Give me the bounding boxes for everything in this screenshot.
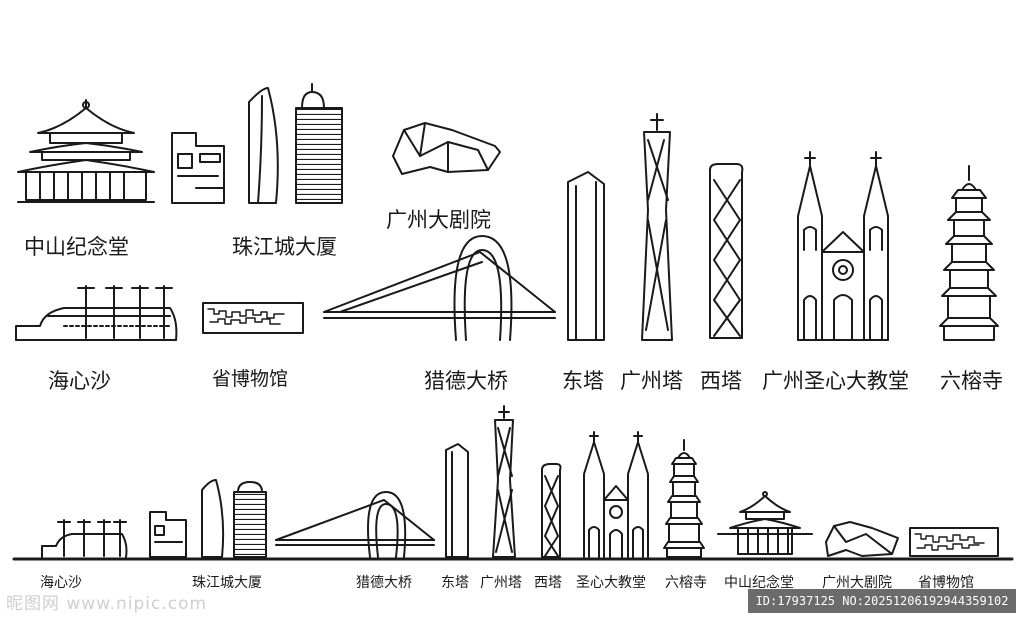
skyline-label-canton-tower: 广州塔 (480, 575, 522, 591)
zhujiang-tower-drawing (248, 83, 343, 204)
label-opera-house: 广州大剧院 (386, 208, 491, 232)
skyline-zhujiang-drawing (201, 479, 267, 558)
label-zhujiang-tower: 珠江城大厦 (232, 235, 337, 259)
skyline-liurong-drawing (663, 439, 705, 558)
label-cathedral: 广州圣心大教堂 (762, 369, 909, 393)
skyline-liede-drawing (275, 491, 435, 558)
label-museum: 省博物馆 (212, 368, 289, 390)
label-canton-tower: 广州塔 (620, 369, 683, 393)
skyline-opera-drawing (825, 521, 899, 557)
skyline-label-liurong-temple: 六榕寺 (665, 575, 707, 591)
skyline-label-cathedral: 圣心大教堂 (576, 575, 646, 591)
skyline-canton-tower-drawing (492, 405, 516, 558)
skyline-zhongshan-drawing (717, 491, 813, 555)
zhongshan-memorial-hall-drawing (17, 99, 155, 203)
label-zhongshan-memorial-hall: 中山纪念堂 (24, 235, 129, 259)
east-tower-drawing (567, 171, 605, 341)
label-east-tower: 东塔 (562, 369, 604, 393)
west-tower-drawing (709, 163, 744, 339)
label-liede-bridge: 猎德大桥 (424, 369, 508, 393)
skyline-label-museum: 省博物馆 (918, 575, 974, 591)
watermark-site: 昵图网 www.nipic.com (6, 594, 208, 614)
skyline-east-tower-drawing (445, 443, 469, 558)
label-haixinsha: 海心沙 (48, 369, 111, 393)
watermark-id-bar: ID:17937125 NO:20251206192944359102 (748, 589, 1016, 613)
cathedral-drawing (797, 151, 889, 341)
label-liurong-temple: 六榕寺 (940, 369, 1003, 393)
skyline-label-zhujiang-tower: 珠江城大厦 (192, 575, 262, 591)
small-building-drawing (171, 132, 225, 204)
museum-drawing (202, 302, 304, 334)
skyline-cathedral-drawing (583, 431, 649, 558)
skyline-label-opera-house: 广州大剧院 (822, 575, 892, 591)
label-west-tower: 西塔 (700, 369, 742, 393)
haixinsha-drawing (15, 285, 178, 341)
skyline-west-tower-drawing (541, 463, 562, 558)
skyline-label-haixinsha: 海心沙 (40, 575, 82, 591)
skyline-label-east-tower: 东塔 (441, 575, 469, 591)
skyline-museum-drawing (909, 527, 999, 557)
skyline-haixinsha-drawing (41, 519, 128, 558)
skyline-label-zhongshan-memorial-hall: 中山纪念堂 (724, 575, 794, 591)
skyline-label-west-tower: 西塔 (534, 575, 562, 591)
liede-bridge-drawing (323, 235, 556, 341)
liurong-pagoda-drawing (939, 165, 999, 341)
skyline-small-building-drawing (149, 511, 187, 558)
opera-house-drawing (392, 122, 501, 175)
canton-tower-drawing (641, 113, 673, 341)
skyline-label-liede-bridge: 猎德大桥 (356, 575, 412, 591)
